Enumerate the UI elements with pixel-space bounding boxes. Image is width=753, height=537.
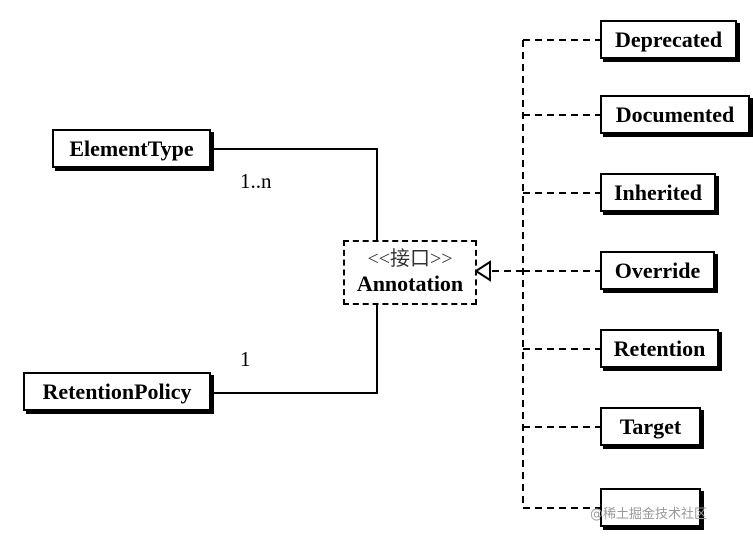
class-retentionpolicy-label: RetentionPolicy xyxy=(42,378,192,404)
interface-annotation: <<接口>> Annotation xyxy=(343,240,477,305)
class-retentionpolicy: RetentionPolicy xyxy=(23,372,211,411)
impl-documented-label: Documented xyxy=(615,101,735,127)
multiplicity-elementtype: 1..n xyxy=(240,169,272,193)
impl-documented: Documented xyxy=(600,95,750,134)
realization-branches xyxy=(523,39,600,509)
interface-stereotype: <<接口>> xyxy=(367,248,453,271)
impl-inherited-label: Inherited xyxy=(614,179,702,205)
impl-target: Target xyxy=(600,407,701,446)
multiplicity-retentionpolicy: 1 xyxy=(240,347,251,371)
impl-override: Override xyxy=(600,251,715,290)
association-line-retentionpolicy xyxy=(210,305,378,394)
association-line-elementtype xyxy=(210,148,378,240)
impl-retention-label: Retention xyxy=(613,335,706,361)
impl-unnamed xyxy=(600,488,701,527)
impl-override-label: Override xyxy=(614,257,701,283)
interface-name: Annotation xyxy=(356,271,464,297)
class-elementtype: ElementType xyxy=(52,129,211,168)
impl-deprecated: Deprecated xyxy=(600,20,737,59)
impl-inherited: Inherited xyxy=(600,173,716,212)
impl-retention: Retention xyxy=(600,329,719,368)
class-elementtype-label: ElementType xyxy=(69,135,194,161)
realization-arrowhead xyxy=(474,260,491,282)
impl-deprecated-label: Deprecated xyxy=(614,26,723,52)
watermark-text: @稀土掘金技术社区 xyxy=(590,507,708,522)
impl-target-label: Target xyxy=(619,413,682,439)
